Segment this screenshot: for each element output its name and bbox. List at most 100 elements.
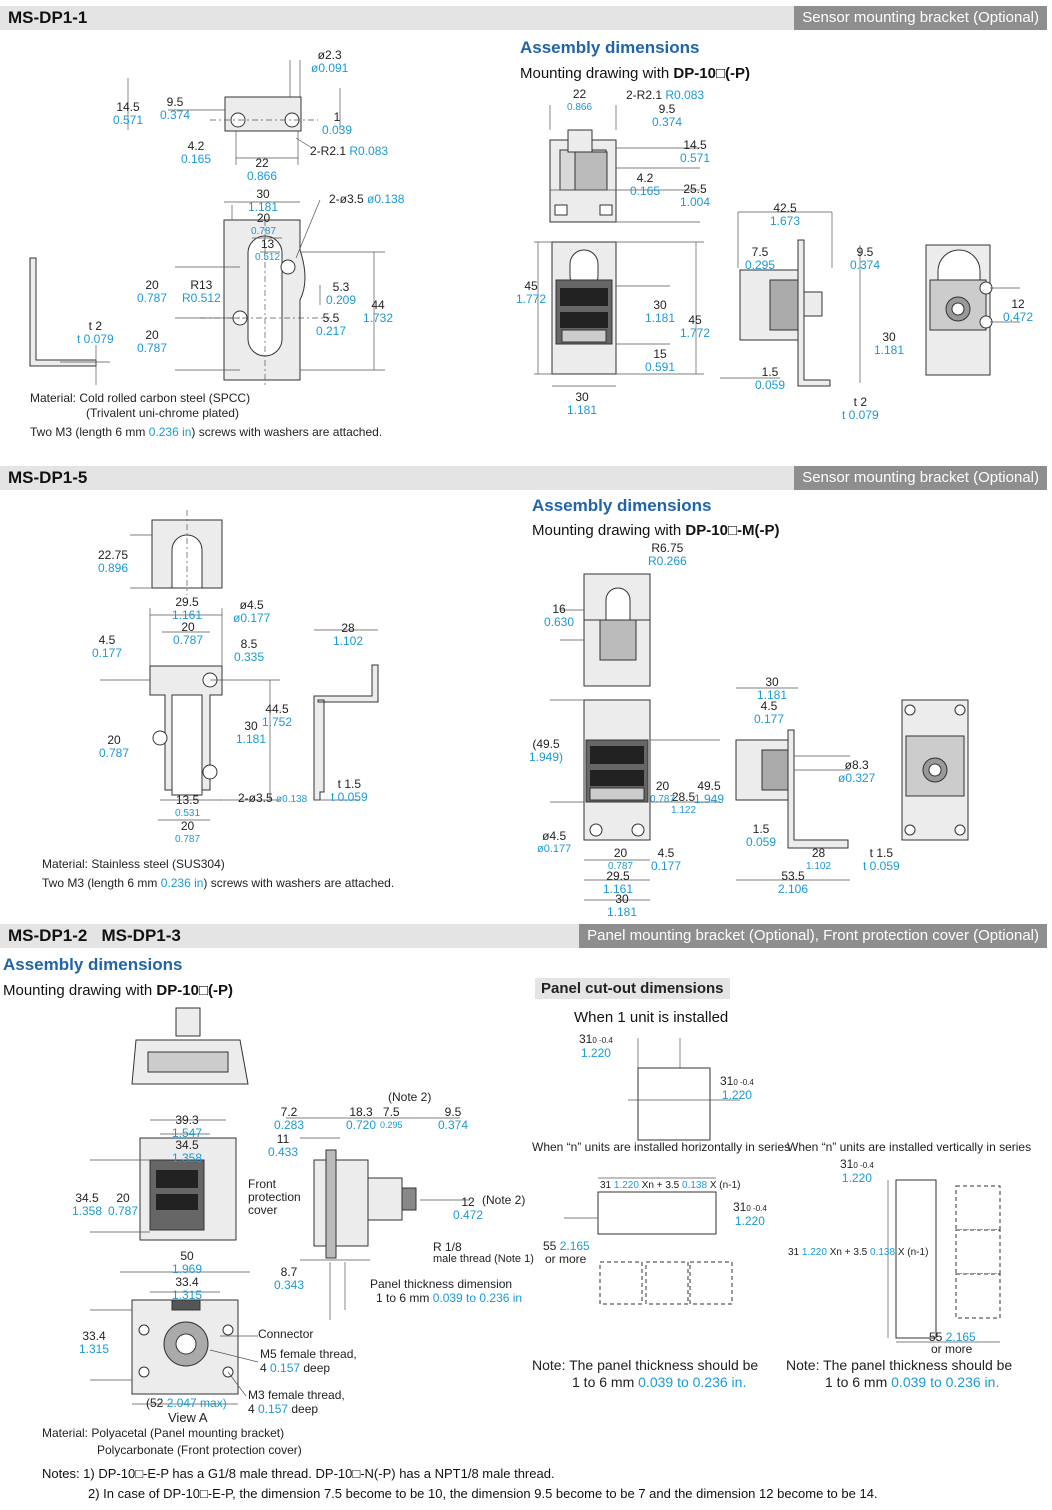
dim-label: (52 2.047 max) xyxy=(146,1396,227,1410)
mounting-subtitle: Mounting drawing with DP-10□(-P) xyxy=(3,982,233,999)
mounting-subtitle: Mounting drawing with DP-10□(-P) xyxy=(520,65,750,82)
dim-label: 2-R2.1 R0.083 xyxy=(310,144,389,158)
m3-label: M3 female thread, xyxy=(248,1388,345,1402)
horiz-formula: 31 1.220 Xn + 3.5 0.138 X (n-1) xyxy=(600,1180,741,1191)
panel-bracket-drawing xyxy=(90,1007,470,1405)
vert-title: When “n” units are installed vertically … xyxy=(787,1140,1032,1154)
screws-note: Two M3 (length 6 mm 0.236 in) screws wit… xyxy=(30,425,383,439)
connector-label: Connector xyxy=(258,1327,314,1341)
or-more: or more xyxy=(931,1342,973,1356)
panel-note: 1 to 6 mm 0.039 to 0.236 in. xyxy=(572,1374,747,1390)
note-label: (Note 2) xyxy=(482,1193,526,1207)
view-a-label: View A xyxy=(168,1410,208,1425)
panel-note: 1 to 6 mm 0.039 to 0.236 in. xyxy=(825,1374,1000,1390)
section-tag: Panel mounting bracket (Optional), Front… xyxy=(579,924,1047,948)
panel-cutout-drawing xyxy=(564,1038,1001,1343)
section-model: MS-DP1-5 xyxy=(8,468,88,487)
mounting-subtitle: Mounting drawing with DP-10□-M(-P) xyxy=(532,522,780,539)
r18-label: R 1/8 xyxy=(433,1240,462,1254)
panel-thickness-label: Panel thickness dimension xyxy=(370,1277,513,1291)
material-note: Material: Stainless steel (SUS304) xyxy=(42,857,225,871)
vert-formula: 31 1.220 Xn + 3.5 0.138 X (n-1) xyxy=(788,1247,929,1258)
screws-note: Two M3 (length 6 mm 0.236 in) screws wit… xyxy=(42,876,395,890)
cutout-title: Panel cut-out dimensions xyxy=(535,978,730,999)
m5-depth: 4 0.157 deep xyxy=(260,1361,331,1375)
note-label: (Note 2) xyxy=(388,1090,432,1104)
panel-thickness-value: 1 to 6 mm 0.039 to 0.236 in xyxy=(376,1291,523,1305)
dim-label: 2-ø3.5 ø0.138 xyxy=(238,791,308,806)
section-bar-ms-dp1-5: MS-DP1-5 Sensor mounting bracket (Option… xyxy=(0,466,1047,490)
footer-note-1: Notes: 1) DP-10□-E-P has a G1/8 male thr… xyxy=(42,1466,555,1481)
section-bar-ms-dp1-1: MS-DP1-1 Sensor mounting bracket (Option… xyxy=(0,6,1047,30)
m5-label: M5 female thread, xyxy=(260,1347,357,1361)
male-thread-label: male thread (Note 1) xyxy=(433,1253,534,1265)
assembly-title: Assembly dimensions xyxy=(532,496,712,515)
panel-note: Note: The panel thickness should be xyxy=(532,1357,759,1373)
min-spacing: 55 2.165 xyxy=(929,1330,976,1344)
section-tag: Sensor mounting bracket (Optional) xyxy=(794,466,1047,490)
assembly-dp-10-m-drawing xyxy=(550,573,969,901)
m3-depth: 4 0.157 deep xyxy=(248,1402,319,1416)
section-model: MS-DP1-2 MS-DP1-3 xyxy=(8,926,181,945)
section-tag: Sensor mounting bracket (Optional) xyxy=(794,6,1047,30)
assembly-title: Assembly dimensions xyxy=(3,955,183,974)
one-unit-title: When 1 unit is installed xyxy=(574,1009,729,1026)
material-note: Material: Polyacetal (Panel mounting bra… xyxy=(42,1426,285,1440)
footer-note-2: 2) In case of DP-10□-E-P, the dimension … xyxy=(88,1486,878,1501)
min-spacing: 55 2.165 xyxy=(543,1239,590,1253)
